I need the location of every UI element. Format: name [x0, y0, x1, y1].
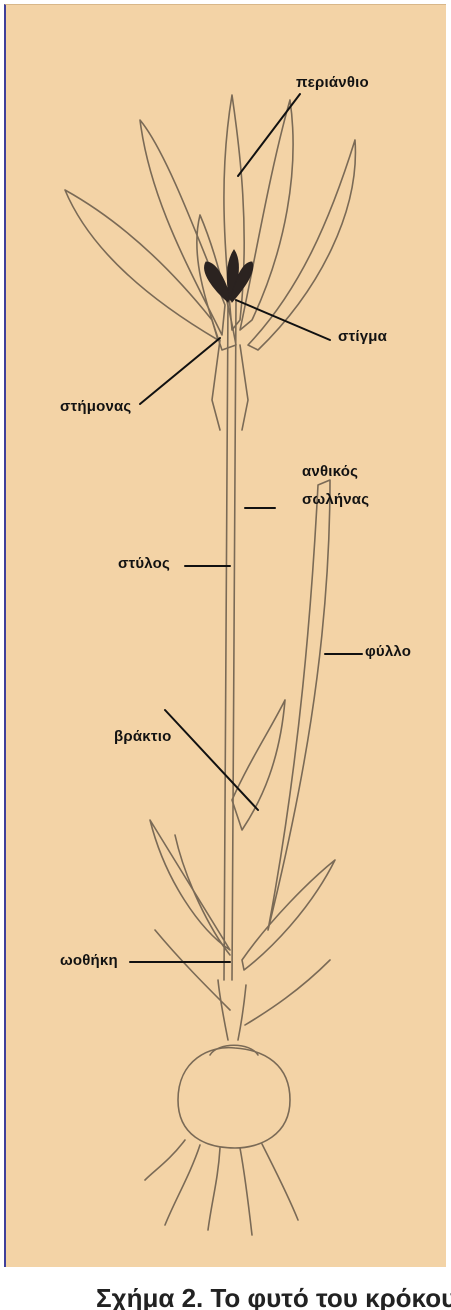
stigma: [205, 250, 253, 302]
stamen-right: [240, 345, 248, 430]
leader-stigma: [236, 300, 330, 340]
label-vraktio: βράκτιο: [114, 728, 171, 746]
stamen-left: [212, 340, 220, 430]
label-perianthio: περιάνθιο: [296, 74, 369, 92]
sheath-base: [218, 980, 246, 1040]
petal-right: [248, 140, 355, 350]
petal-left-inner: [140, 120, 225, 335]
leader-vraktio: [165, 710, 258, 810]
roots: [145, 1140, 298, 1235]
sheath-left: [150, 820, 230, 950]
leader-stimonas: [140, 338, 220, 404]
figure-caption: Σχήμα 2. Το φυτό του κρόκου: [0, 1272, 451, 1310]
petal-right-inner: [240, 100, 293, 330]
leaf: [268, 480, 330, 930]
petal-left: [65, 190, 218, 340]
label-fyllo: φύλλο: [365, 643, 411, 661]
label-stylos: στύλος: [118, 555, 170, 573]
sheath-right: [242, 860, 335, 970]
leader-perianthio: [238, 94, 300, 176]
label-stigma: στίγμα: [338, 328, 387, 346]
label-anthikos-2: σωλήνας: [302, 491, 369, 509]
floral-tube-2: [232, 300, 236, 980]
corm: [178, 1048, 290, 1148]
label-thiki: ωοθήκη: [60, 952, 118, 970]
label-anthikos-1: ανθικός: [302, 463, 358, 481]
label-stimonas: στήμονας: [60, 398, 131, 416]
floral-tube: [224, 300, 228, 980]
